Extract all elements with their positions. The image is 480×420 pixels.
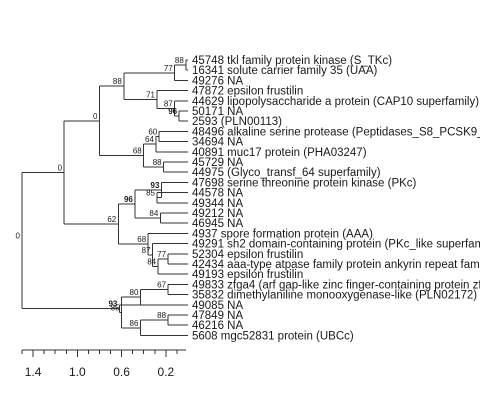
bootstrap-value: 71: [146, 91, 155, 100]
scale-axis: 1.4 1.0 0.6 0.2: [21, 349, 186, 379]
leaf-label: 46945 NA: [192, 218, 243, 230]
leaf-label: 2593 (PLN00113): [192, 116, 282, 128]
leaf-label: 49085 NA: [192, 300, 243, 312]
axis-tick-label: 0.6: [113, 365, 130, 379]
leaf-label: 44975 (Glyco_transf_64 superfamily): [192, 167, 381, 179]
bootstrap-value: 0: [93, 112, 98, 121]
leaf-label: 42434 aaa-type atpase family protein ank…: [192, 259, 480, 271]
leaf-label: 47872 epsilon frustilin: [192, 86, 303, 98]
bootstrap-value: 87: [142, 246, 151, 255]
leaf-label: 49344 NA: [192, 198, 243, 210]
bootstrap-value: 0: [16, 232, 21, 241]
bootstrap-value: 77: [157, 250, 166, 259]
bootstrap-value: 88: [153, 158, 162, 167]
leaf-label: 52304 epsilon frustilin: [192, 249, 303, 261]
bootstrap-value: 96: [168, 107, 177, 116]
leaf-label: 47698 serine threonine protein kinase (P…: [192, 177, 417, 189]
bootstrap-value: 93: [151, 181, 160, 190]
bootstrap-value: 88: [175, 56, 184, 65]
axis-tick-label: 0.2: [158, 365, 175, 379]
bootstrap-value: 85: [146, 189, 155, 198]
bootstrap-value: 68: [133, 147, 142, 156]
leaf-label: 16341 solute carrier family 35 (UAA): [192, 65, 378, 77]
leaf-label: 49276 NA: [192, 75, 243, 87]
leaf-label: 34694 NA: [192, 137, 243, 149]
bootstrap-value: 80: [130, 288, 139, 297]
leaf-label: 46216 NA: [192, 320, 243, 332]
leaf-label: 49212 NA: [192, 208, 243, 220]
leaf-label: 49291 sh2 domain-containing protein (PKc…: [192, 239, 480, 251]
axis-tick-label: 1.0: [69, 365, 86, 379]
leaf-label: 49833 zfga4 (arf gap-like zinc finger-co…: [192, 279, 480, 291]
leaf-label: 4937 spore formation protein (AAA): [192, 228, 373, 240]
leaf-label: 50171 NA: [192, 106, 243, 118]
bootstrap-value: 64: [145, 135, 154, 144]
leaf-label: 49193 epsilon frustilin: [192, 269, 303, 281]
axis-tick-label: 1.4: [25, 365, 42, 379]
bootstrap-value: 88: [157, 311, 166, 320]
bootstrap-value: 0: [58, 164, 63, 173]
leaf-label: 45729 NA: [192, 157, 243, 169]
bootstrap-value: 60: [148, 128, 157, 137]
bootstrap-value: 86: [130, 319, 139, 328]
leaf-label: 40891 muc17 protein (PHA03247): [192, 147, 367, 159]
bootstrap-value: 67: [157, 281, 166, 290]
bootstrap-value: 68: [137, 235, 146, 244]
bootstrap-labels: 8877968771886064886808593849677848768620…: [16, 56, 185, 328]
bootstrap-value: 84: [149, 209, 158, 218]
leaf-label: 48496 alkaline serine protease (Peptidas…: [192, 126, 480, 138]
leaf-label: 5608 mgc52831 protein (UBCc): [192, 330, 354, 342]
leaf-label: 47849 NA: [192, 310, 243, 322]
bootstrap-value: 87: [164, 99, 173, 108]
bootstrap-value: 96: [124, 195, 133, 204]
bootstrap-value: 62: [107, 215, 116, 224]
leaf-label: 44578 NA: [192, 188, 243, 200]
bootstrap-value: 85: [111, 303, 120, 312]
tree-branches: [21, 59, 188, 336]
leaf-label: 35832 dimethylaniline monooxygenase-like…: [192, 290, 477, 302]
leaf-labels: 45748 tkl family protein kinase (S_TKc)1…: [192, 55, 480, 342]
bootstrap-value: 88: [113, 77, 122, 86]
bootstrap-value: 84: [147, 258, 156, 267]
leaf-label: 44629 lipopolysaccharide a protein (CAP1…: [192, 96, 479, 108]
bootstrap-value: 93: [108, 300, 117, 309]
bootstrap-value: 77: [164, 64, 173, 73]
leaf-label: 45748 tkl family protein kinase (S_TKc): [192, 55, 392, 67]
